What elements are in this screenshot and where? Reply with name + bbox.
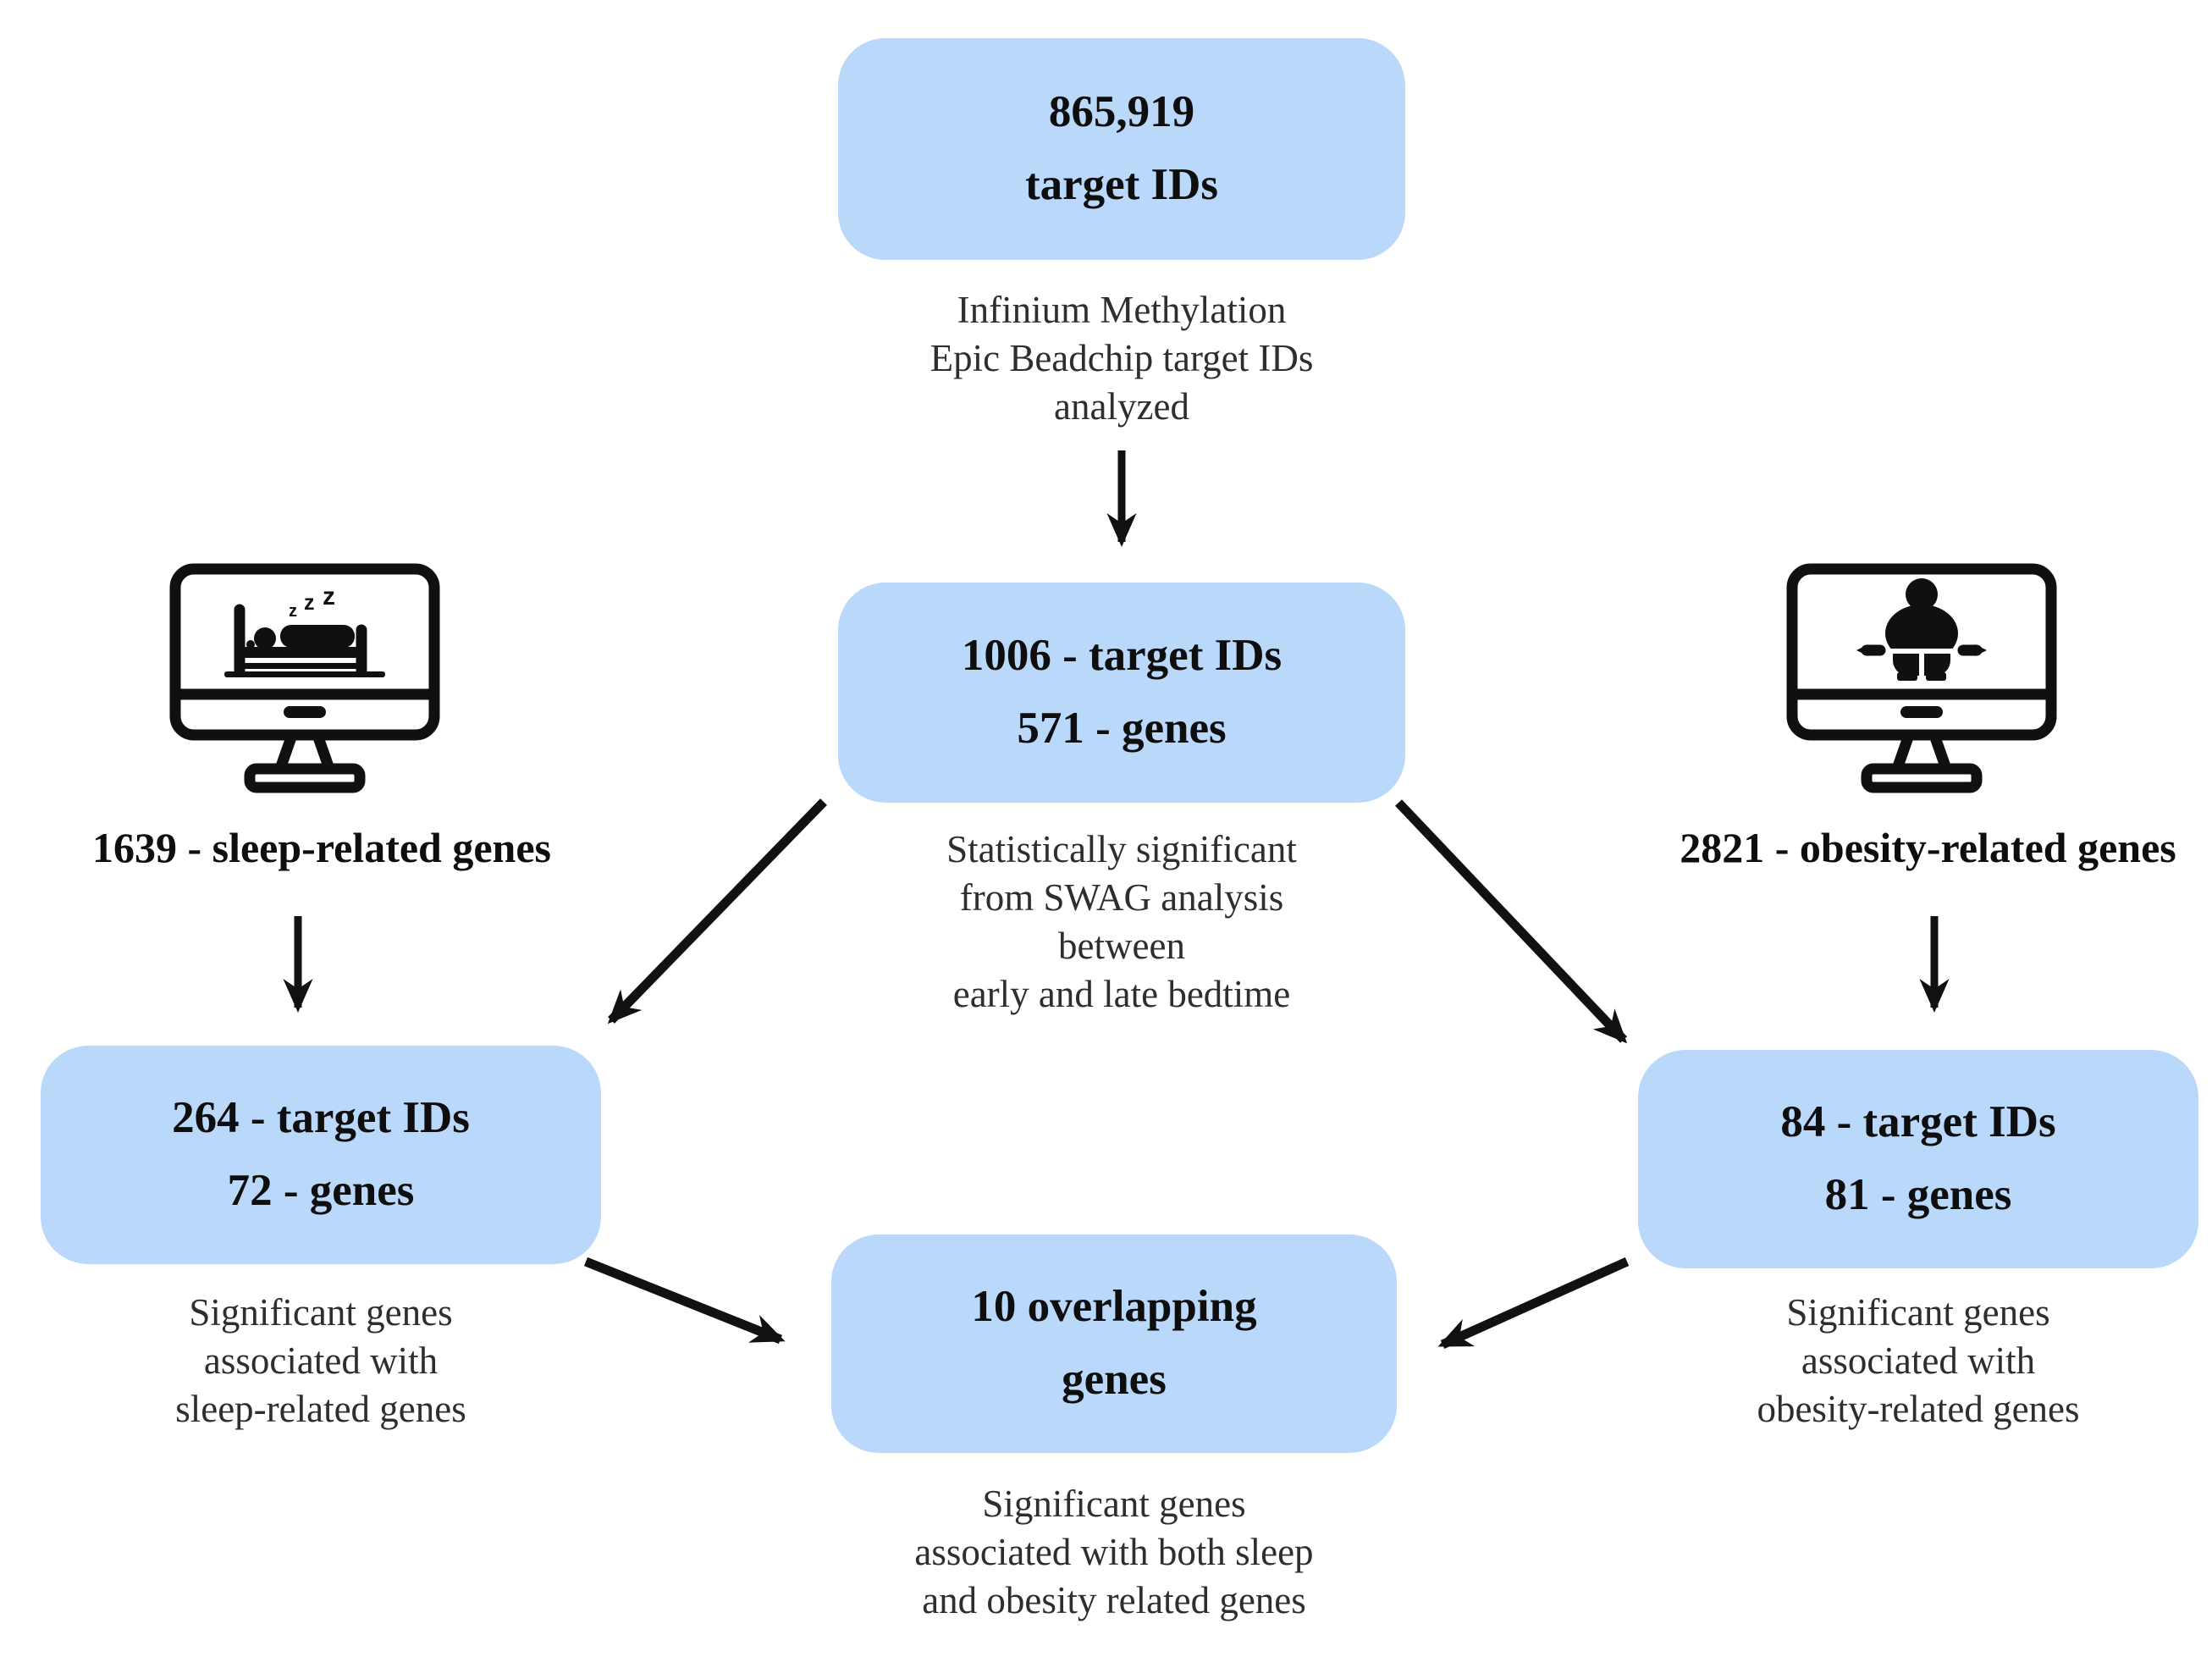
obesity-monitor-base <box>1861 763 1983 793</box>
zzz-glyph-3: z <box>323 583 335 610</box>
sleeper-blanket <box>280 625 355 648</box>
sleep-monitor-base <box>244 763 366 793</box>
sleep-computer-icon: z z z <box>165 561 444 806</box>
node-obesity-line2: 81 - genes <box>1824 1170 2012 1219</box>
sleep-monitor-frame <box>169 563 440 741</box>
obesity-monitor-frame <box>1786 563 2057 741</box>
sleeper-head <box>254 627 276 649</box>
node-total-caption: Infinium Methylation Epic Beadchip targe… <box>929 289 1314 428</box>
node-sleep-caption: Significant genes associated with sleep-… <box>175 1291 466 1431</box>
zzz-glyph-2: z <box>304 591 315 615</box>
node-sleep-significant: 264 - target IDs 72 - genes <box>41 1046 601 1264</box>
zzz-glyph-1: z <box>289 602 297 621</box>
node-swag-caption: Statistically significant from SWAG anal… <box>946 828 1297 1016</box>
node-swag-line1: 1006 - target IDs <box>961 631 1283 681</box>
node-obesity-caption: Significant genes associated with obesit… <box>1757 1291 2080 1431</box>
arrow-swag-to-obesitybox <box>1395 799 1628 1044</box>
node-sleep-line1: 264 - target IDs <box>172 1093 470 1143</box>
node-total-line1: 865,919 <box>1048 87 1195 137</box>
node-obesity-significant: 84 - target IDs 81 - genes <box>1638 1050 2198 1268</box>
obesity-monitor-button <box>1900 706 1943 718</box>
obesity-computer-icon <box>1782 561 2061 806</box>
person-foot-left <box>1897 672 1917 681</box>
node-overlap-line2: genes <box>1062 1355 1167 1404</box>
node-overlap-genes: 10 overlapping genes <box>831 1234 1397 1453</box>
node-total-line2: target IDs <box>1024 160 1219 209</box>
node-swag-result: 1006 - target IDs 571 - genes <box>838 583 1405 803</box>
node-swag-line2: 571 - genes <box>1017 704 1227 753</box>
arrow-swag-to-sleepbox <box>607 798 827 1025</box>
arrow-sleepbox-to-overlap <box>583 1257 786 1345</box>
arrow-obesitybox-to-overlap <box>1437 1257 1630 1350</box>
sleep-monitor-button <box>284 706 326 718</box>
bed-mattress <box>243 647 358 658</box>
node-overlap-caption: Significant genes associated with both s… <box>914 1483 1314 1622</box>
person-foot-right <box>1926 672 1946 681</box>
node-overlap-line1: 10 overlapping <box>971 1282 1257 1332</box>
node-obesity-line1: 84 - target IDs <box>1780 1097 2056 1147</box>
sleep-genes-label: 1639 - sleep-related genes <box>91 824 552 871</box>
node-total-target-ids: 865,919 target IDs <box>838 38 1405 260</box>
node-sleep-line2: 72 - genes <box>227 1166 415 1215</box>
obesity-genes-label: 2821 - obesity-related genes <box>1680 824 2176 871</box>
person-head <box>1906 578 1938 610</box>
bed-floor-line <box>224 671 385 677</box>
